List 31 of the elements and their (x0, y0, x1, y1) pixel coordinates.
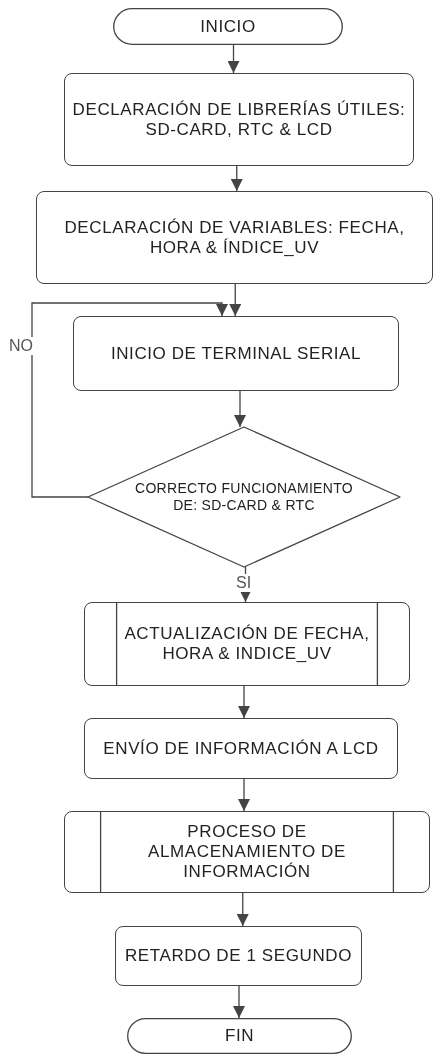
node-text: ACTUALIZACIÓN DE FECHA, HORA & INDICE_UV (123, 624, 371, 664)
node-text: CORRECTO FUNCIONAMIENTO DE: SD-CARD & RTC (134, 480, 354, 514)
process-box (73, 316, 399, 391)
arrow (234, 390, 246, 428)
node-text: DECLARACIÓN DE VARIABLES: FECHA, HORA & ÍNDICE_UV (63, 217, 406, 258)
arrow (31, 302, 228, 498)
node-text: RETARDO DE 1 SEGUNDO (123, 946, 354, 966)
arrow (230, 165, 243, 192)
edge-label: NO (8, 337, 34, 355)
node-text: ENVÍO DE INFORMACIÓN A LCD (102, 738, 380, 759)
process-box (36, 191, 433, 284)
terminal-shape (127, 1018, 352, 1054)
node-text: INICIO DE TERMINAL SERIAL (109, 343, 363, 364)
arrow (227, 44, 240, 74)
node-text: FIN (223, 1026, 256, 1046)
arrow (236, 892, 249, 927)
node-text: INICIO (199, 16, 257, 37)
arrow (229, 283, 242, 317)
subprocess-box (84, 602, 410, 686)
process-box (64, 73, 414, 166)
process-box (115, 926, 362, 986)
process-box (84, 718, 398, 779)
node-text: PROCESO DE ALMACENAMIENTO DE INFORMACIÓN (147, 822, 347, 882)
arrow (233, 985, 245, 1019)
arrow (238, 685, 250, 719)
subprocess-box (64, 811, 430, 893)
node-text: DECLARACIÓN DE LIBRERÍAS ÚTILES: SD-CARD, RTC & LCD (71, 99, 407, 140)
arrow (238, 778, 250, 812)
edge-label: SI (235, 574, 253, 592)
decision-diamond (88, 427, 400, 567)
terminal-shape (113, 8, 343, 45)
